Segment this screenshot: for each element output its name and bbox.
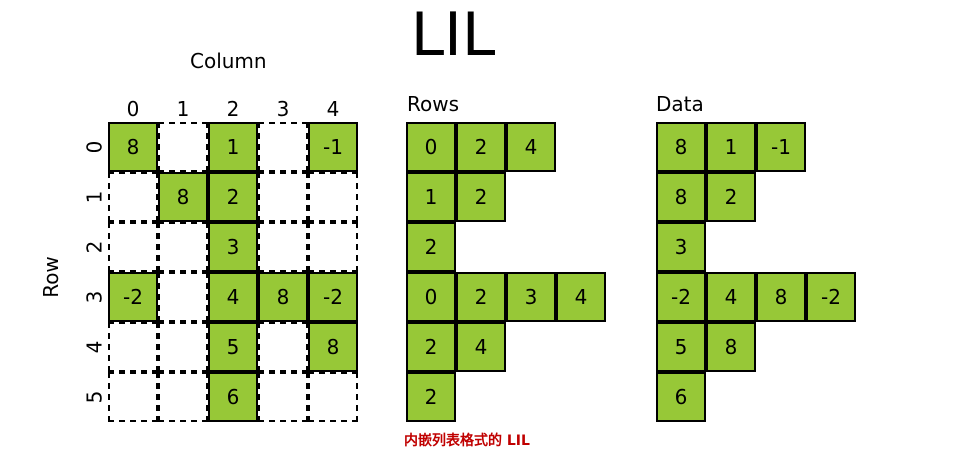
- rows-list-cell: 0: [406, 272, 456, 322]
- matrix-cell-filled: 8: [258, 272, 308, 322]
- rows-list-cell: 4: [456, 322, 506, 372]
- rows-list-cell: 4: [556, 272, 606, 322]
- row-index: 1: [81, 190, 106, 204]
- rows-list-cell: 2: [456, 172, 506, 222]
- page-title: LIL: [410, 0, 496, 70]
- rows-list-cell: 2: [456, 272, 506, 322]
- matrix-cell-filled: 5: [208, 322, 258, 372]
- data-label: Data: [656, 92, 704, 116]
- matrix-cell-empty: [158, 122, 208, 172]
- matrix-cell-empty: [258, 222, 308, 272]
- rows-list-cell: 2: [406, 372, 456, 422]
- rows-list-cell: 3: [506, 272, 556, 322]
- rows-list-cell: 4: [506, 122, 556, 172]
- data-list-cell: 4: [706, 272, 756, 322]
- matrix-cell-filled: 8: [308, 322, 358, 372]
- matrix-cell-filled: 3: [208, 222, 258, 272]
- data-list-cell: 6: [656, 372, 706, 422]
- row-index: 5: [81, 390, 106, 404]
- data-list-cell: 5: [656, 322, 706, 372]
- matrix-cell-filled: -1: [308, 122, 358, 172]
- data-list-cell: -2: [806, 272, 856, 322]
- row-index: 2: [81, 240, 106, 254]
- matrix-cell-empty: [258, 122, 308, 172]
- data-list-cell: -1: [756, 122, 806, 172]
- matrix-cell-empty: [108, 322, 158, 372]
- matrix-cell-filled: 6: [208, 372, 258, 422]
- matrix-cell-empty: [158, 222, 208, 272]
- matrix-cell-empty: [258, 372, 308, 422]
- rows-list-cell: 2: [406, 222, 456, 272]
- matrix-cell-filled: 2: [208, 172, 258, 222]
- rows-list-cell: 1: [406, 172, 456, 222]
- matrix-cell-empty: [258, 322, 308, 372]
- matrix-cell-empty: [158, 372, 208, 422]
- matrix-cell-empty: [308, 172, 358, 222]
- matrix-cell-empty: [108, 222, 158, 272]
- rows-list-cell: 2: [406, 322, 456, 372]
- row-index: 3: [81, 290, 106, 304]
- data-list-cell: 8: [756, 272, 806, 322]
- matrix-cell-filled: 8: [108, 122, 158, 172]
- matrix-cell-filled: -2: [308, 272, 358, 322]
- data-list-cell: 8: [656, 122, 706, 172]
- rows-label: Rows: [407, 92, 460, 116]
- data-list-cell: 3: [656, 222, 706, 272]
- data-list-cell: 8: [656, 172, 706, 222]
- data-list-cell: 8: [706, 322, 756, 372]
- row-index: 0: [81, 140, 106, 154]
- matrix-cell-empty: [308, 222, 358, 272]
- matrix-cell-filled: 1: [208, 122, 258, 172]
- matrix-cell-filled: 8: [158, 172, 208, 222]
- data-list-cell: 1: [706, 122, 756, 172]
- column-index: 4: [326, 97, 340, 121]
- matrix-cell-filled: 4: [208, 272, 258, 322]
- matrix-cell-empty: [108, 372, 158, 422]
- column-axis-label: Column: [190, 49, 267, 73]
- data-list-cell: 2: [706, 172, 756, 222]
- rows-list-cell: 2: [456, 122, 506, 172]
- column-index: 2: [226, 97, 240, 121]
- matrix-cell-empty: [158, 272, 208, 322]
- row-axis-label: Row: [38, 256, 63, 298]
- column-index: 1: [176, 97, 190, 121]
- matrix-cell-filled: -2: [108, 272, 158, 322]
- column-index: 3: [276, 97, 290, 121]
- matrix-cell-empty: [258, 172, 308, 222]
- data-list-cell: -2: [656, 272, 706, 322]
- column-index: 0: [126, 97, 140, 121]
- matrix-cell-empty: [308, 372, 358, 422]
- matrix-cell-empty: [108, 172, 158, 222]
- rows-list-cell: 0: [406, 122, 456, 172]
- matrix-cell-empty: [158, 322, 208, 372]
- caption: 内嵌列表格式的 LIL: [404, 433, 530, 449]
- row-index: 4: [81, 340, 106, 354]
